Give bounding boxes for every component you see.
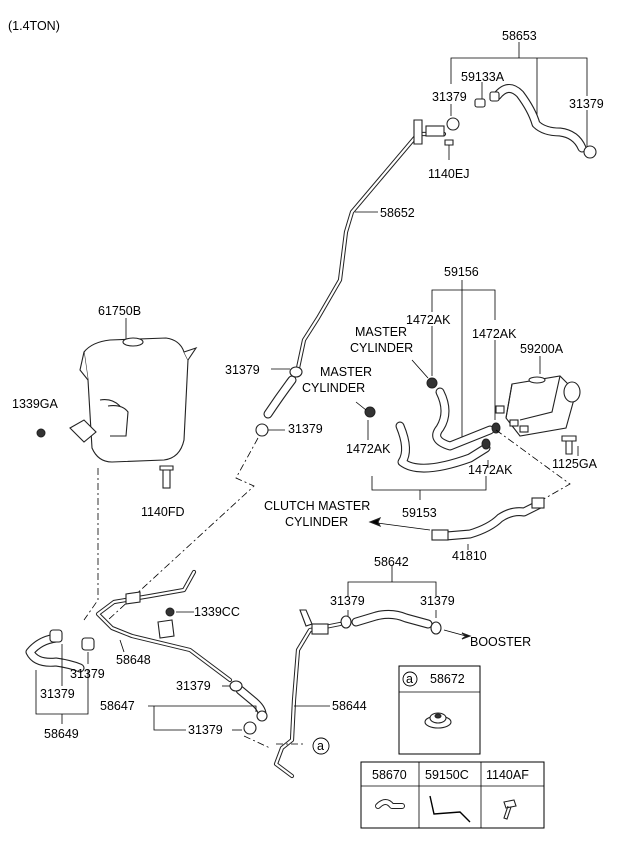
master-cylinder-label-1a: MASTER [355, 325, 407, 339]
part-59200A-label: 59200A [520, 342, 564, 356]
part-58644-label: 58644 [332, 699, 367, 713]
parts-table: 58670 59150C 1140AF [360, 761, 545, 829]
middle-hose-group [255, 366, 303, 437]
part-31379-label-c: 31379 [225, 363, 260, 377]
variant-label: (1.4TON) [8, 19, 60, 33]
reservoir-61750B [36, 318, 198, 489]
part-58649-label: 58649 [44, 727, 79, 741]
table-header-58670: 58670 [372, 768, 407, 782]
part-31379-label-e: 31379 [330, 594, 365, 608]
part-59153-label: 59153 [402, 506, 437, 520]
part-58672-label: 58672 [430, 672, 465, 686]
booster-hose-group [340, 566, 472, 640]
clutch-master-label-a: CLUTCH MASTER [264, 499, 370, 513]
hose-58653-group [444, 42, 597, 160]
part-31379-label-j: 31379 [188, 723, 223, 737]
booster-label: BOOSTER [470, 635, 531, 649]
part-1339GA-label: 1339GA [12, 397, 59, 411]
table-header-59150C: 59150C [425, 768, 469, 782]
part-58647-label: 58647 [100, 699, 135, 713]
clutch-hoses-group [355, 280, 501, 500]
part-41810-label: 41810 [452, 549, 487, 563]
part-1472AK-label-d: 1472AK [468, 463, 513, 477]
pipe-58648 [95, 569, 233, 683]
master-cylinder-label-1b: CYLINDER [350, 341, 413, 355]
master-cylinder-label-2a: MASTER [320, 365, 372, 379]
svg-text:a: a [317, 739, 324, 753]
part-61750B-label: 61750B [98, 304, 141, 318]
part-31379-label-d: 31379 [288, 422, 323, 436]
part-1140FD-label: 1140FD [141, 505, 185, 519]
connector-line-tank [83, 468, 99, 621]
part-31379-label-a: 31379 [432, 90, 467, 104]
part-31379-label-g: 31379 [70, 667, 105, 681]
part-58642-label: 58642 [374, 555, 409, 569]
clutch-hose-41810 [368, 429, 571, 550]
hose-58647-group [148, 680, 271, 749]
part-1472AK-label-a: 1472AK [406, 313, 451, 327]
ref-box-58672: a 58672 [398, 665, 481, 755]
part-31379-label-h: 31379 [40, 687, 75, 701]
part-1472AK-label-b: 1472AK [472, 327, 517, 341]
bolt-1140AF-icon [503, 799, 517, 820]
pipe-58652 [295, 119, 447, 371]
clutch-master-label-b: CYLINDER [285, 515, 348, 529]
ref-box-a-marker: a [406, 672, 413, 686]
part-59156-label: 59156 [444, 265, 479, 279]
part-31379-label-b: 31379 [569, 97, 604, 111]
part-58653-label: 58653 [502, 29, 537, 43]
ref-a-marker: a [312, 737, 330, 755]
pipe-58644 [273, 609, 343, 779]
part-58648-label: 58648 [116, 653, 151, 667]
part-58652-label: 58652 [380, 206, 415, 220]
hose-58649-group [25, 629, 95, 724]
part-1339CC-label: 1339CC [194, 605, 240, 619]
connector-line-middle [107, 437, 259, 621]
part-59133A-label: 59133A [461, 70, 505, 84]
part-31379-label-f: 31379 [420, 594, 455, 608]
part-1125GA-label: 1125GA [552, 457, 598, 471]
part-1140EJ-label: 1140EJ [428, 167, 469, 181]
table-header-1140AF: 1140AF [486, 768, 529, 782]
part-31379-label-i: 31379 [176, 679, 211, 693]
reservoir-59200A [495, 356, 581, 456]
master-cylinder-label-2b: CYLINDER [302, 381, 365, 395]
part-1472AK-label-c: 1472AK [346, 442, 391, 456]
line-59150C-icon [429, 795, 471, 823]
